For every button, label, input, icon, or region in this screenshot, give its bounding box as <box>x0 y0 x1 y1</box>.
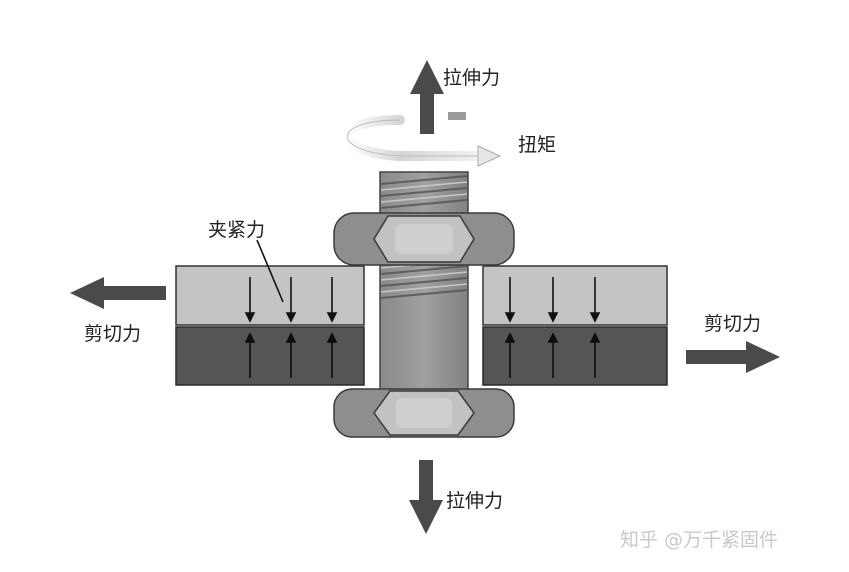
label-shear-right: 剪切力 <box>704 313 761 335</box>
label-shear-left: 剪切力 <box>84 323 141 345</box>
upper-plate-left <box>175 265 365 326</box>
lower-plate-right <box>482 326 668 386</box>
clamp-force-leader <box>256 239 284 303</box>
shear-arrow-left <box>70 277 166 309</box>
tension-arrow-up <box>410 60 444 134</box>
tension-arrow-down <box>409 460 443 534</box>
label-torque: 扭矩 <box>518 134 556 156</box>
clamp-arrows-lower <box>244 332 601 378</box>
lower-plate-left <box>175 326 365 386</box>
watermark-text: 知乎 @万千紧固件 <box>620 529 778 551</box>
label-clamp-force: 夹紧力 <box>208 219 265 241</box>
label-tension-top: 拉伸力 <box>443 67 500 89</box>
bolt-head <box>333 388 515 438</box>
top-nut <box>333 212 515 266</box>
shear-arrow-right <box>686 341 780 373</box>
torque-arrow <box>342 112 502 167</box>
label-tension-bottom: 拉伸力 <box>446 490 503 512</box>
clamp-arrows-upper <box>244 277 601 323</box>
